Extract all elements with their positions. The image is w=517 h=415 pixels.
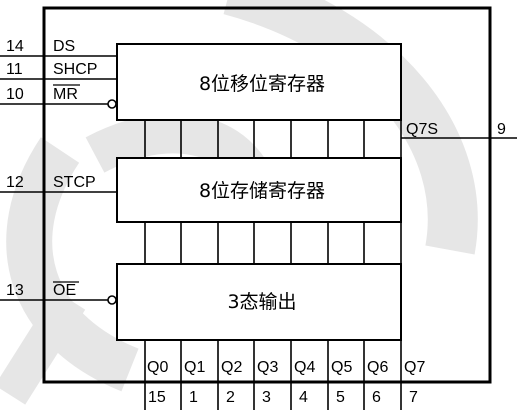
pin-ds: 14 DS — [0, 38, 117, 57]
parallel-bus-storage-to-output — [144, 222, 402, 264]
output-q2-name: Q2 — [221, 359, 242, 376]
pin-q7s-name: Q7S — [406, 121, 438, 138]
output-block-label: 3态输出 — [227, 291, 296, 313]
pin-stcp: 12 STCP — [0, 174, 117, 193]
output-q2-number: 2 — [226, 389, 235, 406]
storage-register-label: 8位存储寄存器 — [199, 180, 325, 202]
output-lines — [144, 340, 402, 410]
pin-shcp: 11 SHCP — [0, 61, 117, 80]
pin-mr: 10 MR — [0, 84, 117, 109]
watermark — [0, 0, 478, 405]
pin-shcp-number: 11 — [6, 61, 23, 78]
shift-register-label: 8位移位寄存器 — [199, 73, 325, 95]
output-block — [116, 263, 402, 341]
output-q6-name: Q6 — [367, 359, 388, 376]
pin-mr-name: MR — [53, 86, 78, 103]
output-q6-number: 6 — [372, 389, 381, 406]
pin-shcp-name: SHCP — [53, 61, 97, 78]
output-pin-numbers: 15 1 2 3 4 5 6 7 — [148, 389, 418, 406]
shift-register-block — [116, 43, 402, 121]
output-q5-name: Q5 — [331, 359, 352, 376]
output-names: Q0 Q1 Q2 Q3 Q4 Q5 Q6 Q7 — [147, 359, 425, 376]
pin-ds-number: 14 — [6, 38, 24, 55]
output-q1-name: Q1 — [184, 359, 205, 376]
output-q4-number: 4 — [299, 389, 308, 406]
storage-register-block — [116, 157, 402, 223]
output-q3-name: Q3 — [257, 359, 278, 376]
pin-mr-number: 10 — [6, 86, 24, 103]
pin-oe: 13 OE — [0, 281, 117, 305]
pin-ds-name: DS — [53, 38, 75, 55]
output-q7-name: Q7 — [404, 359, 425, 376]
pin-stcp-number: 12 — [6, 174, 24, 191]
output-q0-name: Q0 — [147, 359, 168, 376]
pin-q7s-number: 9 — [497, 121, 506, 138]
output-q5-number: 5 — [336, 389, 345, 406]
output-q3-number: 3 — [262, 389, 271, 406]
output-q4-name: Q4 — [294, 359, 315, 376]
pin-stcp-name: STCP — [53, 174, 96, 191]
parallel-bus-shift-to-storage — [144, 120, 402, 158]
pin-oe-number: 13 — [6, 282, 24, 299]
output-q1-number: 1 — [189, 389, 198, 406]
pin-oe-name: OE — [53, 282, 76, 299]
ic-outline — [42, 6, 492, 384]
output-q7-number: 7 — [409, 389, 418, 406]
output-q0-number: 15 — [148, 389, 166, 406]
